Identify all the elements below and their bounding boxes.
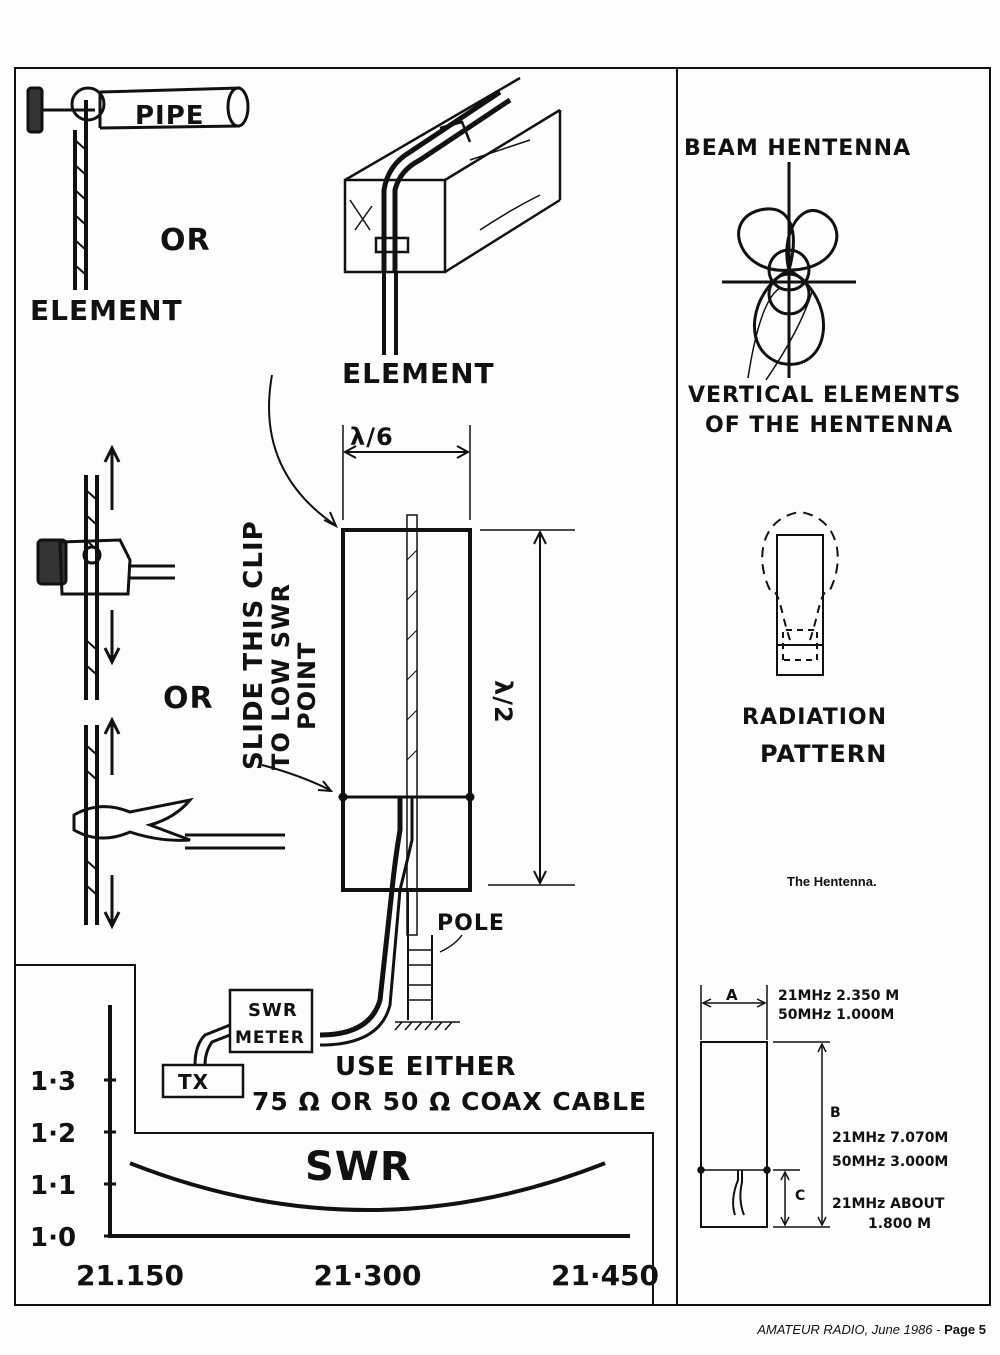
- footer-date: , June 1986 -: [865, 1322, 945, 1337]
- swr-chart: SWR 1·0 1·1 1·2 1·3 21.150 21·300 21·450: [30, 1005, 659, 1292]
- swr-x-tick-label: 21·300: [313, 1259, 421, 1292]
- swr-y-tick-label: 1·1: [30, 1171, 76, 1201]
- page-footer: AMATEUR RADIO, June 1986 - Page 5: [757, 1322, 986, 1337]
- sliding-clip-detail: [38, 448, 175, 700]
- footer-page: Page 5: [944, 1322, 986, 1337]
- dim-c-value-line-1: 21MHz ABOUT: [832, 1196, 945, 1212]
- tx-label: TX: [178, 1070, 209, 1094]
- swr-chart-title: SWR: [305, 1144, 412, 1190]
- dim-b-value-50: 50MHz 3.000M: [832, 1154, 948, 1170]
- pipe-label: PIPE: [135, 101, 205, 131]
- dim-b-label: B: [830, 1105, 841, 1121]
- slide-note-line-1: SLIDE THIS CLIP: [239, 520, 269, 770]
- height-label: λ/2: [489, 680, 517, 724]
- footer-magazine: AMATEUR RADIO: [757, 1322, 864, 1337]
- cable-note-line-1: USE EITHER: [335, 1052, 516, 1082]
- swr-meter-label-1: SWR: [248, 1000, 298, 1021]
- dim-a-value-21: 21MHz 2.350 M: [778, 988, 899, 1004]
- slide-note-line-3: POINT: [293, 642, 321, 730]
- dim-a-value-50: 50MHz 1.000M: [778, 1007, 894, 1023]
- swr-y-tick-label: 1·2: [30, 1119, 76, 1149]
- figure-caption: The Hentenna.: [787, 874, 907, 889]
- swr-meter-label-2: METER: [235, 1028, 305, 1048]
- hentenna-main-diagram: [163, 375, 575, 1097]
- boom-block-detail: [345, 78, 560, 355]
- swr-y-tick-label: 1·3: [30, 1067, 76, 1097]
- radiation-title-line-1: RADIATION: [742, 705, 887, 730]
- width-label: λ/6: [350, 423, 394, 451]
- dim-c-label: C: [795, 1188, 805, 1204]
- beam-note-line-1: VERTICAL ELEMENTS: [688, 383, 961, 408]
- radiation-pattern-figure: [762, 512, 838, 675]
- dim-b-value-21: 21MHz 7.070M: [832, 1130, 948, 1146]
- radiation-title-line-2: PATTERN: [760, 740, 887, 768]
- or-label-top: OR: [160, 223, 211, 258]
- beam-note-line-2: OF THE HENTENNA: [705, 413, 953, 438]
- swr-x-tick-label: 21.150: [76, 1259, 184, 1292]
- dim-a-label: A: [726, 986, 738, 1004]
- swr-x-tick-label: 21·450: [551, 1259, 659, 1292]
- beam-title: BEAM HENTENNA: [684, 136, 911, 161]
- beam-pattern-figure-eight: [722, 162, 856, 380]
- or-label-bottom: OR: [163, 681, 214, 716]
- element-label-left: ELEMENT: [30, 294, 183, 327]
- pole-label: POLE: [437, 911, 505, 936]
- slide-clip-note: SLIDE THIS CLIP TO LOW SWR POINT: [239, 520, 321, 770]
- dim-c-value-line-2: 1.800 M: [868, 1216, 931, 1232]
- element-label-center: ELEMENT: [342, 357, 495, 390]
- swr-y-tick-label: 1·0: [30, 1223, 76, 1253]
- slide-note-line-2: TO LOW SWR: [267, 583, 295, 770]
- cable-note-line-2: 75 Ω OR 50 Ω COAX CABLE: [252, 1087, 647, 1116]
